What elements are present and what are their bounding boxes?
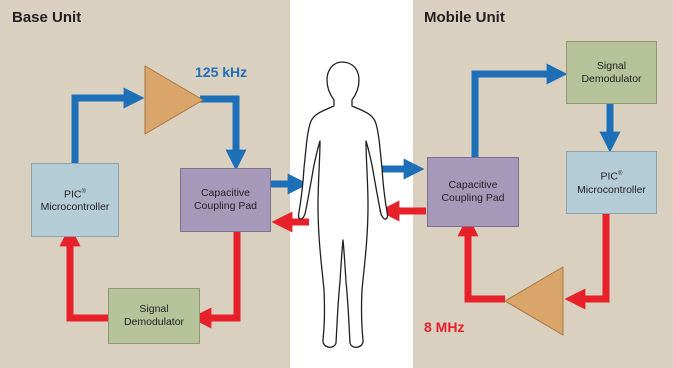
base-pic-label: PIC [64, 188, 82, 201]
mobile-pic-microcontroller-label: Microcontroller [577, 183, 646, 196]
base-demodulator-label-line1: Signal [139, 303, 169, 315]
human-body-icon [297, 61, 389, 348]
base-pad-label-line1: Capacitive [200, 187, 250, 199]
base-demodulator-label-line2: Demodulator [123, 316, 185, 328]
mobile-demodulator-label-line1: Signal [596, 59, 627, 72]
base-pad-label-line2: Coupling Pad [193, 200, 258, 212]
mobile-pic-microcontroller: PIC® Microcontroller [566, 151, 657, 214]
base-pic-microcontroller-label: Microcontroller [40, 201, 110, 214]
mobile-pad-label-line2: Coupling Pad [441, 192, 505, 204]
mobile-blue-arrow-to-demodulator [471, 63, 568, 157]
base-amplifier-icon [144, 65, 204, 135]
mobile-red-arrow-to-pad [457, 215, 505, 303]
mobile-frequency-label: 8 MHz [424, 319, 465, 335]
base-pic-registered-mark: ® [81, 188, 86, 195]
mobile-unit-title: Mobile Unit [424, 9, 505, 26]
mobile-amplifier-icon [504, 266, 564, 336]
base-pic-microcontroller: PIC® Microcontroller [31, 163, 119, 237]
mobile-pad-label-line1: Capacitive [448, 179, 498, 191]
mobile-pic-registered-mark: ® [618, 171, 623, 178]
mobile-red-arrow-to-amplifier [564, 214, 610, 310]
base-blue-arrow-to-pad [200, 95, 247, 171]
base-blue-arrow-to-amplifier [71, 87, 145, 163]
base-frequency-label: 125 kHz [195, 64, 248, 80]
base-red-arrow-to-pic [59, 225, 108, 322]
base-unit-title: Base Unit [12, 9, 82, 26]
mobile-demodulator-label-line2: Demodulator [581, 72, 642, 85]
mobile-pic-label: PIC [600, 170, 619, 183]
base-red-arrow-to-demodulator [190, 232, 241, 329]
